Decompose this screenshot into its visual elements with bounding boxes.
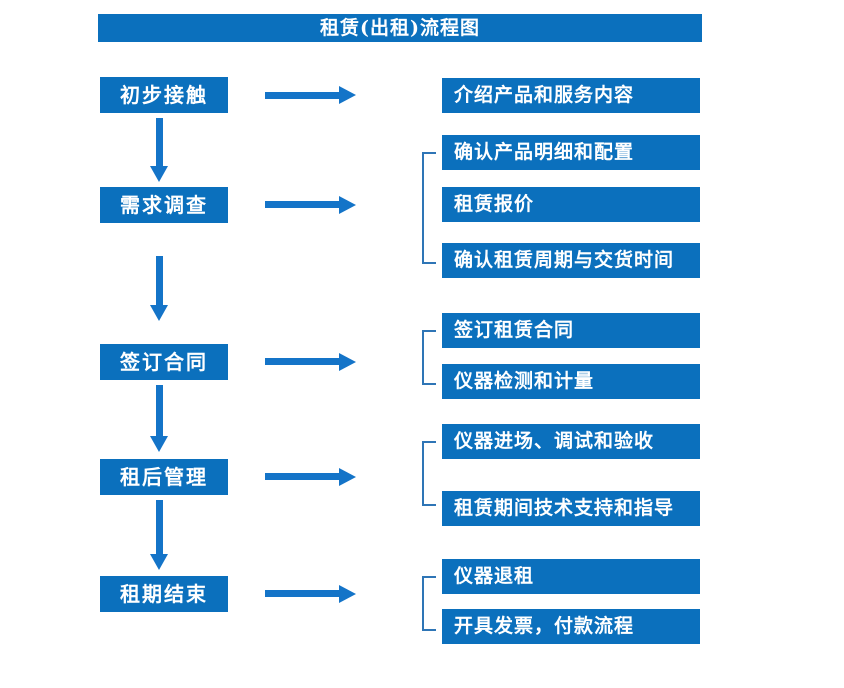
- right-arrowhead-icon: [339, 584, 356, 603]
- down-arrow-icon: [156, 256, 163, 306]
- group-bracket-rental-end: [422, 576, 436, 631]
- right-arrowhead-icon: [339, 352, 356, 371]
- right-arrowhead-icon: [339, 86, 356, 104]
- down-arrowhead-icon: [150, 436, 168, 452]
- detail-box-intro-products: 介绍产品和服务内容: [442, 78, 700, 113]
- down-arrowhead-icon: [150, 554, 168, 570]
- detail-box-inspection: 仪器检测和计量: [442, 364, 700, 399]
- stage-box-sign-contract: 签订合同: [100, 344, 228, 380]
- group-bracket-post-rental: [422, 441, 436, 506]
- down-arrow-icon: [156, 385, 163, 437]
- detail-box-return-equipment: 仪器退租: [442, 559, 700, 594]
- detail-box-rental-quote: 租赁报价: [442, 187, 700, 222]
- detail-box-confirm-config: 确认产品明细和配置: [442, 135, 700, 170]
- right-arrow-icon: [265, 358, 339, 365]
- down-arrow-icon: [156, 118, 163, 167]
- right-arrow-icon: [265, 201, 339, 208]
- down-arrowhead-icon: [150, 305, 168, 321]
- down-arrow-icon: [156, 500, 163, 555]
- stage-box-demand-survey: 需求调查: [100, 187, 228, 223]
- group-bracket-demand-survey: [422, 152, 436, 264]
- right-arrow-icon: [265, 590, 339, 597]
- down-arrowhead-icon: [150, 166, 168, 182]
- stage-box-rental-end: 租期结束: [100, 576, 228, 612]
- detail-box-installation: 仪器进场、调试和验收: [442, 424, 700, 459]
- right-arrowhead-icon: [339, 467, 356, 486]
- stage-box-post-rental: 租后管理: [100, 459, 228, 495]
- detail-box-invoice-payment: 开具发票，付款流程: [442, 609, 700, 644]
- detail-box-confirm-period: 确认租赁周期与交货时间: [442, 243, 700, 278]
- right-arrowhead-icon: [339, 195, 356, 214]
- right-arrow-icon: [265, 91, 339, 99]
- detail-box-sign-lease: 签订租赁合同: [442, 313, 700, 348]
- group-bracket-sign-contract: [422, 330, 436, 385]
- flowchart-title: 租赁(出租)流程图: [98, 14, 702, 42]
- right-arrow-icon: [265, 473, 339, 480]
- stage-box-initial-contact: 初步接触: [100, 77, 228, 113]
- detail-box-tech-support: 租赁期间技术支持和指导: [442, 491, 700, 526]
